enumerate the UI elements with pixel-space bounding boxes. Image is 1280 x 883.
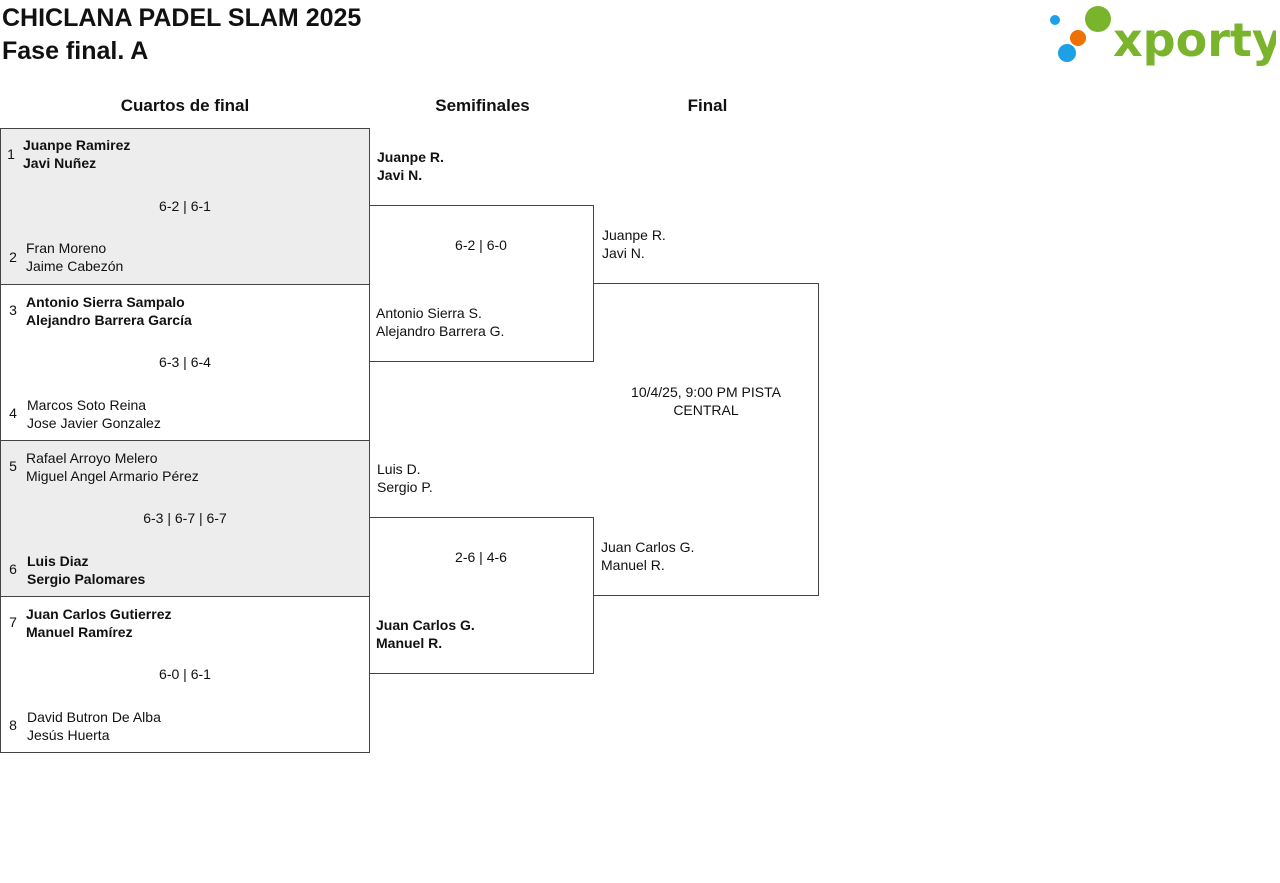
title-line-1: CHICLANA PADEL SLAM 2025 <box>2 4 362 32</box>
quarterfinal-match-3[interactable]: 5 Rafael Arroyo Melero Miguel Angel Arma… <box>0 440 370 597</box>
team-winner: Juan Carlos Gutierrez Manuel Ramírez <box>26 605 172 641</box>
player-name: Manuel R. <box>601 557 665 573</box>
team-loser: Marcos Soto Reina Jose Javier Gonzalez <box>27 396 161 432</box>
player-name: Jaime Cabezón <box>26 258 124 274</box>
player-name: Alejandro Barrera G. <box>376 323 505 339</box>
player-name: Juan Carlos G. <box>376 617 475 633</box>
seed-number: 7 <box>9 614 17 630</box>
round-header-semifinals: Semifinales <box>435 96 530 115</box>
team-winner: Antonio Sierra Sampalo Alejandro Barrera… <box>26 293 192 329</box>
match-score: 6-0 | 6-1 <box>159 666 211 682</box>
player-name: Jesús Huerta <box>27 727 110 743</box>
player-name: Javi N. <box>377 167 423 183</box>
player-name: Juanpe R. <box>602 227 666 243</box>
seed-number: 5 <box>9 458 17 474</box>
seed-number: 3 <box>9 302 17 318</box>
player-name: David Butron De Alba <box>27 709 161 725</box>
player-name: Juanpe R. <box>377 149 444 165</box>
player-name: Javi Nuñez <box>23 155 97 171</box>
player-name: Antonio Sierra Sampalo <box>26 294 185 310</box>
player-name: Juan Carlos G. <box>601 539 695 555</box>
player-name: Marcos Soto Reina <box>27 397 147 413</box>
quarterfinal-match-2[interactable]: 3 Antonio Sierra Sampalo Alejandro Barre… <box>0 284 370 441</box>
player-name: Javi N. <box>602 245 645 261</box>
title-line-2: Fase final. A <box>2 37 149 65</box>
player-name: Antonio Sierra S. <box>376 305 482 321</box>
final-team-a: Juanpe R. Javi N. <box>602 226 666 262</box>
match-score: 6-3 | 6-4 <box>159 354 211 370</box>
player-name: Jose Javier Gonzalez <box>27 415 161 431</box>
semifinal-2-team-b: Juan Carlos G. Manuel R. <box>376 616 475 652</box>
semifinal-2-team-a: Luis D. Sergio P. <box>377 460 433 496</box>
tournament-title: CHICLANA PADEL SLAM 2025 Fase final. A <box>2 2 361 68</box>
player-name: Juan Carlos Gutierrez <box>26 606 172 622</box>
player-name: Sergio Palomares <box>27 571 146 587</box>
semifinal-match-2[interactable]: 2-6 | 4-6 Juan Carlos G. Manuel R. <box>369 517 594 674</box>
player-name: Sergio P. <box>377 479 433 495</box>
match-score: 6-2 | 6-1 <box>159 198 211 214</box>
round-header-final: Final <box>687 96 728 115</box>
round-header-quarterfinals: Cuartos de final <box>120 96 250 115</box>
seed-number: 4 <box>9 405 17 421</box>
player-name: Luis Diaz <box>27 553 89 569</box>
logo-text: xporty <box>1113 13 1276 67</box>
seed-number: 6 <box>9 561 17 577</box>
match-score: 6-3 | 6-7 | 6-7 <box>143 510 227 526</box>
player-name: Manuel R. <box>376 635 443 651</box>
match-schedule: 10/4/25, 9:00 PM PISTA CENTRAL <box>631 384 781 418</box>
semifinal-1-team-a: Juanpe R. Javi N. <box>377 148 444 184</box>
team-winner: Juanpe Ramirez Javi Nuñez <box>23 136 130 172</box>
player-name: Alejandro Barrera García <box>26 312 192 328</box>
xporty-logo[interactable]: xporty <box>1050 4 1280 68</box>
match-score: 2-6 | 4-6 <box>455 549 507 565</box>
quarterfinal-match-4[interactable]: 7 Juan Carlos Gutierrez Manuel Ramírez 6… <box>0 596 370 753</box>
team-loser: David Butron De Alba Jesús Huerta <box>27 708 161 744</box>
player-name: Juanpe Ramirez <box>23 137 131 153</box>
final-team-b: Juan Carlos G. Manuel R. <box>601 538 694 574</box>
player-name: Fran Moreno <box>26 240 107 256</box>
match-score: 6-2 | 6-0 <box>455 237 507 253</box>
seed-number: 8 <box>9 717 17 733</box>
quarterfinal-match-1[interactable]: 1 Juanpe Ramirez Javi Nuñez 6-2 | 6-1 2 … <box>0 128 370 285</box>
team-loser: Rafael Arroyo Melero Miguel Angel Armari… <box>26 449 199 485</box>
final-match[interactable]: 10/4/25, 9:00 PM PISTA CENTRAL Juan Carl… <box>594 283 819 596</box>
team-loser: Fran Moreno Jaime Cabezón <box>26 239 123 275</box>
player-name: Manuel Ramírez <box>26 624 133 640</box>
semifinal-1-team-b: Antonio Sierra S. Alejandro Barrera G. <box>376 304 504 340</box>
semifinal-match-1[interactable]: 6-2 | 6-0 Antonio Sierra S. Alejandro Ba… <box>369 205 594 362</box>
player-name: Rafael Arroyo Melero <box>26 450 158 466</box>
player-name: Luis D. <box>377 461 421 477</box>
team-winner: Luis Diaz Sergio Palomares <box>27 552 145 588</box>
seed-number: 1 <box>7 146 15 162</box>
seed-number: 2 <box>9 249 17 265</box>
player-name: Miguel Angel Armario Pérez <box>26 468 199 484</box>
